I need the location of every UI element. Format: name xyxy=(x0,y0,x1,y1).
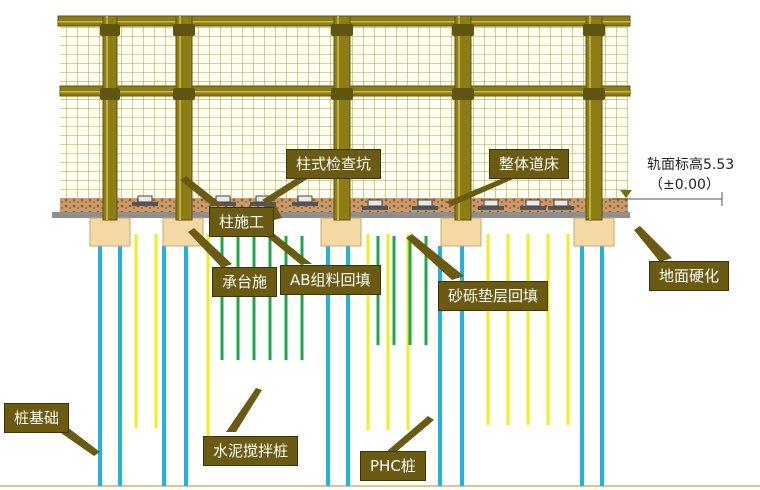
rail-sleeper xyxy=(292,202,318,206)
leader-gravel xyxy=(406,234,464,280)
rail-sleeper xyxy=(412,206,438,210)
leader-mixing-pile xyxy=(226,388,262,432)
rails xyxy=(132,195,574,210)
frame-joint xyxy=(583,24,605,36)
rail-head xyxy=(525,199,541,207)
frame-joint xyxy=(331,24,353,36)
pile-cap xyxy=(440,217,482,247)
frame-joint xyxy=(452,88,474,100)
label-cement-mixing-pile: 水泥搅拌桩 xyxy=(203,436,299,466)
rail-head xyxy=(553,199,569,207)
label-pile-foundation: 桩基础 xyxy=(4,403,70,433)
rail-sleeper xyxy=(478,206,504,210)
label-phc-pile: PHC桩 xyxy=(360,451,426,481)
frame-joint xyxy=(100,88,120,100)
leader-column xyxy=(180,176,224,206)
frame-column xyxy=(175,15,193,221)
pile-caps xyxy=(89,217,615,247)
rail-head xyxy=(483,199,499,207)
frame-column xyxy=(333,15,351,221)
leader-ab xyxy=(266,232,312,264)
rail-head xyxy=(137,195,153,203)
frame-column xyxy=(102,15,118,221)
steel-frame xyxy=(57,15,631,221)
label-column-construction: 柱施工 xyxy=(209,207,275,237)
rail-sleeper xyxy=(548,206,574,210)
frame-column-highlight xyxy=(458,16,460,220)
rail-head xyxy=(417,199,433,207)
pile-cap xyxy=(320,217,362,247)
rail-level-elevation: 轨面标高5.53 xyxy=(647,157,735,173)
frame-column-highlight xyxy=(106,16,108,220)
frame-column-highlight xyxy=(337,16,339,220)
label-gravel-backfill: 砂砾垫层回填 xyxy=(438,281,549,311)
rail-head xyxy=(367,199,383,207)
leader-cap xyxy=(188,228,232,268)
rail-sleeper xyxy=(132,202,158,206)
pile-cap xyxy=(573,217,615,247)
rail-sleeper xyxy=(520,206,546,210)
label-cap-construction: 承台施 xyxy=(212,267,278,297)
rail-sleeper xyxy=(250,202,276,206)
frame-joint xyxy=(100,24,120,36)
leader-phc xyxy=(386,416,434,452)
frame-column xyxy=(585,15,603,221)
rail-sleeper xyxy=(210,202,236,206)
label-ground-hardening: 地面硬化 xyxy=(649,261,730,291)
label-integral-track-bed: 整体道床 xyxy=(489,149,570,179)
leader-inspection-pit xyxy=(262,176,312,204)
label-column-inspection-pit: 柱式检查坑 xyxy=(286,149,382,179)
frame-joint xyxy=(173,24,195,36)
rail-head xyxy=(297,195,313,203)
leader-track-bed xyxy=(446,176,520,206)
frame-column-highlight xyxy=(179,16,181,220)
rail-head xyxy=(215,195,231,203)
label-ab-backfill: AB组料回填 xyxy=(280,265,381,295)
rail-level-triangle-icon xyxy=(620,190,632,198)
frame-column-highlight xyxy=(589,16,591,220)
frame-joint xyxy=(452,24,474,36)
frame-column xyxy=(454,15,472,221)
pile-cap xyxy=(89,217,131,247)
rail-level-zero: （±0.00） xyxy=(649,177,720,193)
frame-joint xyxy=(583,88,605,100)
frame-joint xyxy=(173,88,195,100)
leader-ground xyxy=(634,226,672,262)
frame-joint xyxy=(331,88,353,100)
rail-sleeper xyxy=(362,206,388,210)
